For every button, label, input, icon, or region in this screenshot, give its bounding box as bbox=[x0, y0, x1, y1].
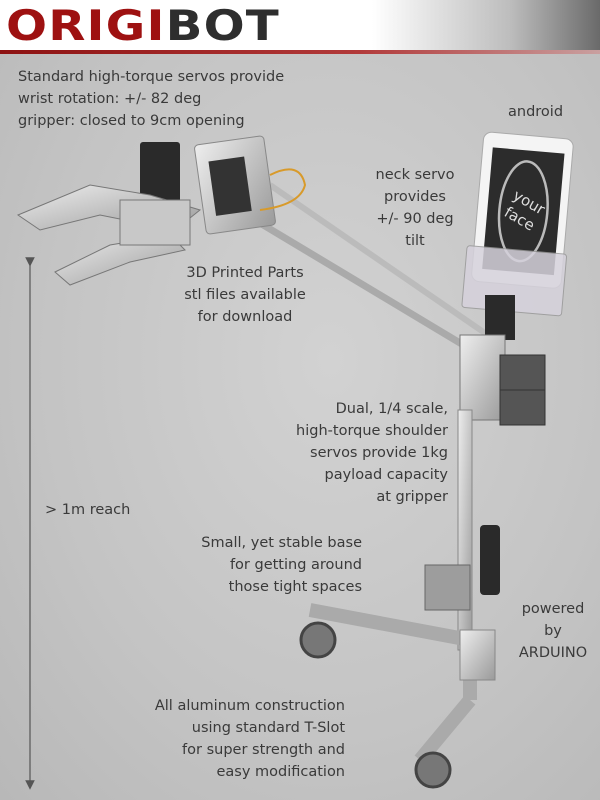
wheel bbox=[414, 751, 452, 789]
android-phone bbox=[461, 131, 574, 317]
caption-line: All aluminum construction bbox=[154, 698, 345, 714]
wrist-servo bbox=[140, 142, 180, 204]
caption-line: payload capacity bbox=[324, 467, 448, 483]
mast bbox=[457, 409, 473, 651]
neck-servo bbox=[485, 295, 515, 340]
caption-line: easy modification bbox=[216, 764, 345, 780]
arduino-box bbox=[424, 564, 471, 611]
reach-caption: > 1m reach bbox=[45, 502, 131, 518]
caption-line: ARDUINO bbox=[518, 645, 588, 661]
wrist-caption: Standard high-torque servos provide wris… bbox=[18, 66, 284, 132]
header-banner bbox=[0, 0, 600, 50]
neck-caption: neck servo provides +/- 90 deg tilt bbox=[360, 164, 470, 252]
android-caption: android bbox=[508, 104, 564, 120]
caption-line: powered bbox=[521, 601, 585, 617]
printed-caption: 3D Printed Parts stl files available for… bbox=[160, 262, 330, 328]
caption-line: at gripper bbox=[376, 489, 448, 505]
caption-line: by bbox=[544, 623, 562, 639]
base bbox=[299, 603, 496, 789]
caption-line: using standard T-Slot bbox=[191, 720, 345, 736]
caption-line: servos provide 1kg bbox=[310, 445, 448, 461]
caption-line: for getting around bbox=[229, 557, 362, 573]
caption-line: Standard high-torque servos provide bbox=[18, 69, 285, 85]
caption-line: stl files available bbox=[184, 287, 306, 303]
base-caption: Small, yet stable base for getting aroun… bbox=[162, 532, 362, 598]
caption-line: Dual, 1/4 scale, bbox=[335, 401, 448, 417]
caption-line: for super strength and bbox=[182, 742, 345, 758]
caption-line: wrist rotation: +/- 82 deg bbox=[18, 91, 202, 107]
caption-line: gripper: closed to 9cm opening bbox=[18, 113, 245, 129]
powered-caption: powered by ARDUINO bbox=[505, 598, 600, 664]
header-divider bbox=[0, 50, 600, 54]
caption-line: Small, yet stable base bbox=[201, 535, 362, 551]
caption-line: tilt bbox=[405, 233, 425, 249]
caption-line: +/- 90 deg bbox=[376, 211, 454, 227]
wheel bbox=[299, 621, 337, 659]
caption-line: high-torque shoulder bbox=[296, 423, 448, 439]
caption-line: those tight spaces bbox=[228, 579, 362, 595]
logo-part-origi: ORIGI bbox=[6, 1, 166, 50]
origibot-logo: ORIGIBOT bbox=[6, 4, 280, 48]
arm-rods bbox=[228, 182, 497, 359]
gripper bbox=[16, 184, 202, 286]
caption-line: provides bbox=[383, 189, 446, 205]
caption-line: 3D Printed Parts bbox=[186, 265, 304, 281]
aluminum-caption: All aluminum construction using standard… bbox=[105, 695, 345, 783]
shoulder-bracket bbox=[459, 334, 506, 421]
shoulder-caption: Dual, 1/4 scale, high-torque shoulder se… bbox=[248, 398, 448, 508]
shoulder-servo bbox=[499, 354, 546, 391]
caption-line: for download bbox=[197, 309, 293, 325]
logo-part-bot: BOT bbox=[165, 1, 280, 50]
caption-line: neck servo bbox=[375, 167, 455, 183]
